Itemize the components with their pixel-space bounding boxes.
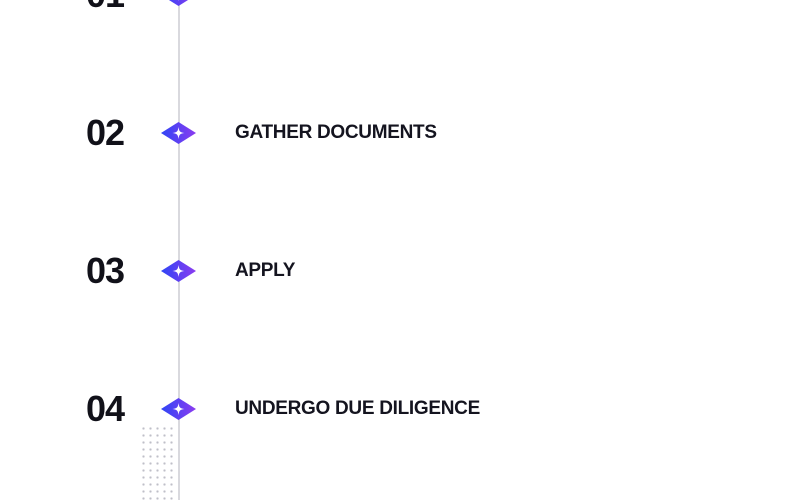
timeline-line: [178, 0, 180, 500]
step-number: 04: [85, 388, 125, 429]
step-4: 04 UNDERGO DUE DILIGENCE: [0, 389, 800, 429]
step-label: GATHER DOCUMENTS: [235, 122, 437, 143]
diamond-step-icon: [161, 122, 196, 144]
step-label: UNDERGO DUE DILIGENCE: [235, 398, 480, 419]
step-3: 03 APPLY: [0, 251, 800, 291]
diamond-step-icon: [161, 398, 196, 420]
diamond-step-icon: [161, 260, 196, 282]
step-1: 01 REGISTER A BUSINESS: [0, 0, 800, 15]
step-number: 02: [85, 112, 125, 153]
dot-grid-decoration: [140, 425, 174, 500]
step-label: REGISTER A BUSINESS: [235, 0, 447, 15]
step-2: 02 GATHER DOCUMENTS: [0, 113, 800, 153]
diamond-step-icon: [168, 0, 189, 6]
step-label: APPLY: [235, 260, 296, 281]
step-number: 01: [86, 0, 125, 15]
step-number: 03: [85, 250, 125, 291]
